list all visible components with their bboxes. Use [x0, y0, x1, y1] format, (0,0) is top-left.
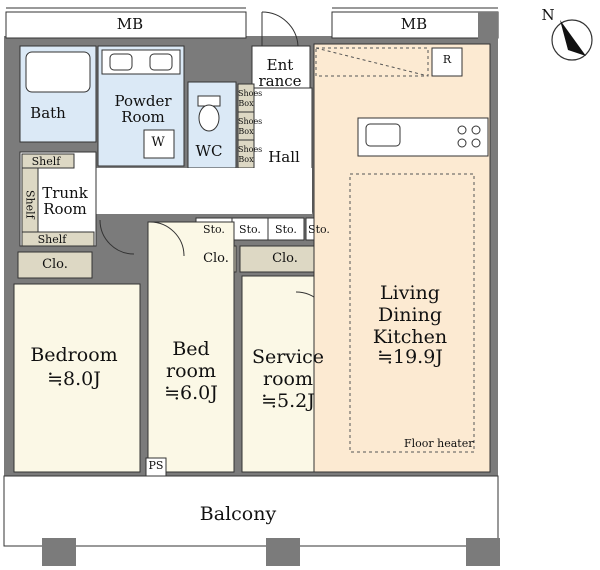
sink-right [149, 53, 173, 71]
ps-label: PS [148, 459, 164, 472]
shoes-box-label-3a: Shoes [238, 145, 263, 154]
bedroom-door-swing [99, 219, 135, 255]
balcony-post [466, 538, 500, 566]
closet-label-service: Clo. [272, 251, 298, 266]
bed-room-floor [147, 221, 235, 473]
floor-heater-label: Floor heater [404, 437, 474, 450]
shoes-box-label-2b: Box [238, 127, 254, 136]
stove-burner [457, 125, 467, 135]
compass-north-label: N [541, 6, 555, 24]
floor-heater-area [349, 173, 475, 453]
bed-door-swing [149, 221, 185, 257]
ldk-size: ≒19.9J [377, 346, 443, 368]
bathtub [25, 51, 91, 93]
entrance-label-2: rance [258, 72, 302, 90]
service-room-size: ≒5.2J [261, 390, 315, 412]
trunk-shelf-top [21, 153, 75, 169]
trunk-shelf-bottom [21, 231, 95, 247]
bath-label: Bath [30, 104, 66, 122]
service-room-name-1: Service [251, 346, 325, 368]
service-room-name-2: room [263, 368, 313, 390]
storage-label-1: Sto. [203, 223, 225, 236]
mb-left-area [5, 11, 247, 39]
shoes-box-label-3b: Box [238, 155, 254, 164]
storage-label-3: Sto. [275, 223, 297, 236]
closet-label-bedroom: Clo. [42, 257, 68, 272]
compass-icon [551, 19, 593, 61]
entrance-door-swing [261, 11, 299, 47]
trunk-room-label-1: Trunk [42, 184, 88, 202]
stove-burner [471, 125, 481, 135]
ldk-floor [313, 43, 491, 473]
balcony-post [42, 538, 76, 566]
entrance-floor [251, 45, 311, 89]
shoes-box-label-1a: Shoes [238, 89, 263, 98]
mb-left-label: MB [116, 15, 144, 33]
washer-box [143, 129, 175, 159]
refrigerator-label: R [442, 53, 452, 66]
sink-left [109, 53, 133, 71]
powder-room-label-2: Room [121, 108, 165, 126]
hall-label: Hall [268, 148, 300, 166]
mb-right-label: MB [400, 15, 428, 33]
mb-right-wall [478, 12, 498, 40]
balcony-label: Balcony [199, 503, 277, 525]
closet-bedroom [17, 251, 93, 279]
mb-right-area [331, 11, 499, 39]
stove-burner [457, 138, 467, 148]
bed-room-name-1: Bed [172, 338, 210, 360]
ldk-name-3: Kitchen [372, 326, 448, 348]
kitchen-sink [365, 123, 401, 147]
shelf-label-left: Shelf [23, 189, 37, 219]
balcony-post [266, 538, 300, 566]
trunk-room-label-2: Room [43, 200, 87, 218]
storage-label-4: Sto. [308, 223, 330, 236]
entrance-label-1: Ent [266, 56, 294, 74]
ldk-name-1: Living [380, 282, 440, 304]
ldk-name-2: Dining [377, 304, 443, 326]
refrigerator-box [431, 47, 463, 77]
ps-box [145, 457, 167, 477]
bed-room-size: ≒6.0J [164, 382, 218, 404]
balcony-floor [3, 475, 499, 547]
toilet-bowl [198, 104, 220, 132]
closet-label-bed: Clo. [203, 251, 229, 266]
bedroom-name: Bedroom [30, 344, 118, 366]
bedroom-size: ≒8.0J [47, 368, 101, 390]
shoes-box-label-2a: Shoes [238, 117, 263, 126]
ldk-dashed-storage [315, 47, 429, 77]
corridor-floor [96, 168, 312, 214]
shelf-label-bottom: Shelf [37, 233, 67, 246]
shoes-box-label-1b: Box [238, 99, 254, 108]
shelf-label-top: Shelf [31, 155, 61, 168]
bed-room-name-2: room [166, 360, 216, 382]
storage-label-2: Sto. [239, 223, 261, 236]
powder-room-label-1: Powder [114, 92, 172, 110]
wc-label: WC [195, 142, 223, 160]
bedroom-floor [13, 283, 141, 473]
storage-3 [267, 217, 305, 241]
washer-label: W [151, 135, 165, 150]
stove-burner [471, 138, 481, 148]
